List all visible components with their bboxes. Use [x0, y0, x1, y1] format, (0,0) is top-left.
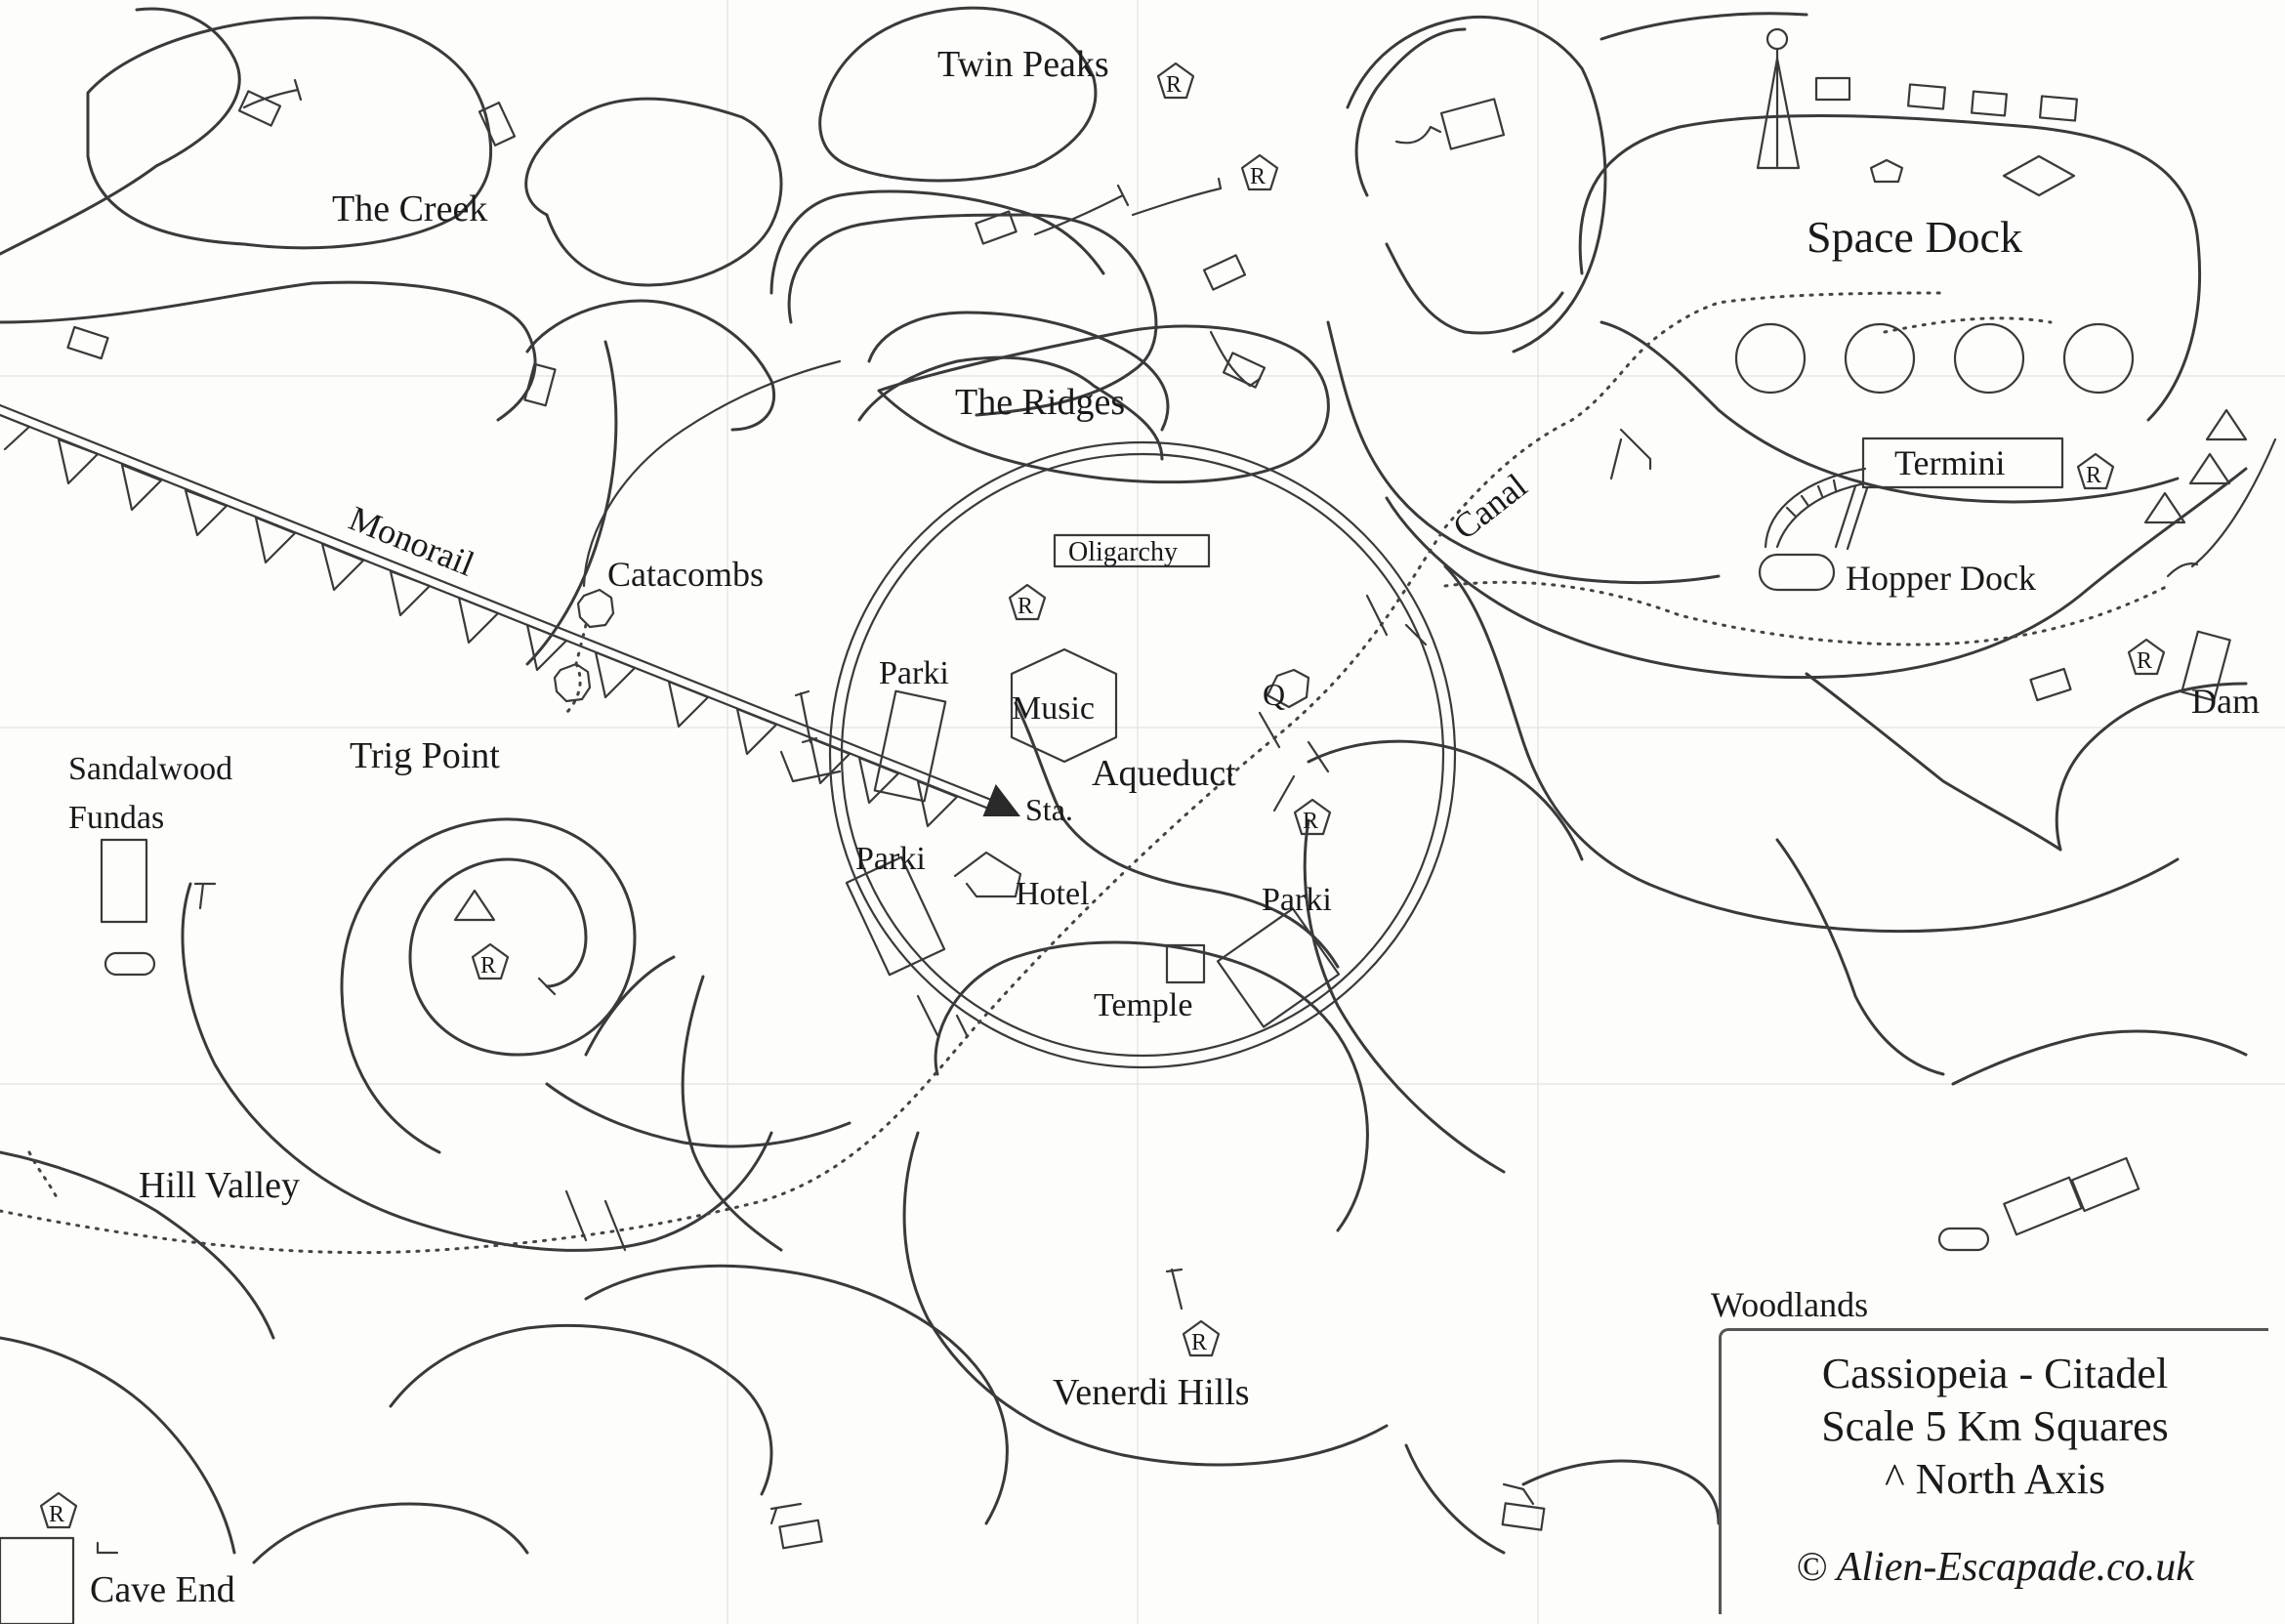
triangle-icons [453, 408, 2248, 922]
hotel-building [953, 851, 1022, 898]
r-marker-icon: R [2127, 638, 2166, 676]
canal-path [0, 291, 2170, 1255]
r-marker-label: R [1018, 594, 1033, 619]
r-marker-label: R [49, 1502, 64, 1527]
r-marker-icon: R [471, 942, 510, 980]
music-hexagon [1010, 647, 1118, 764]
r-marker-icon: R [2076, 452, 2115, 490]
label-music: Music [1012, 690, 1095, 727]
map-legend: Cassiopeia - Citadel Scale 5 Km Squares … [1719, 1328, 2268, 1614]
label-venerdi-hills: Venerdi Hills [1053, 1372, 1250, 1413]
r-marker-icon: R [1182, 1319, 1221, 1357]
r-marker-icon: R [1240, 153, 1279, 191]
terrain-contours [0, 6, 2248, 1564]
label-space-dock: Space Dock [1807, 212, 2022, 262]
building-rects [0, 76, 2231, 1624]
label-sandalwood: Sandalwood [68, 751, 232, 787]
space-dock-pads [1734, 154, 2135, 395]
monorail-line [0, 403, 1008, 828]
gate-marks [96, 78, 2277, 1555]
label-fundas: Fundas [68, 800, 164, 836]
label-trig-point: Trig Point [350, 735, 500, 776]
label-cave-end: Cave End [90, 1569, 235, 1610]
label-the-ridges: The Ridges [955, 382, 1125, 423]
capsules [104, 553, 1990, 1252]
r-marker-icon: R [1008, 583, 1047, 621]
legend-north: ^ North Axis [1885, 1455, 2105, 1503]
r-marker-label: R [1250, 164, 1266, 189]
label-station: Sta. [1025, 792, 1073, 827]
label-catacombs: Catacombs [607, 555, 764, 594]
label-twin-peaks: Twin Peaks [937, 44, 1109, 85]
legend-title: Cassiopeia - Citadel [1821, 1350, 2169, 1397]
r-marker-label: R [1191, 1330, 1207, 1355]
r-marker-icon: R [1156, 62, 1195, 100]
station-icon [982, 783, 1021, 816]
label-hotel: Hotel [1016, 876, 1090, 912]
label-oligarchy: Oligarchy [1068, 537, 1178, 567]
label-the-creek: The Creek [332, 188, 487, 229]
label-woodlands: Woodlands [1711, 1285, 1868, 1324]
legend-copyright: © Alien-Escapade.co.uk [1796, 1545, 2194, 1590]
label-temple: Temple [1094, 987, 1192, 1023]
label-parki-1: Parki [879, 655, 949, 691]
label-hill-valley: Hill Valley [139, 1165, 300, 1206]
label-parki-3: Parki [1262, 882, 1332, 918]
label-parki-2: Parki [855, 841, 926, 877]
hopper-dock-ramp [1764, 467, 1869, 551]
legend-scale: Scale 5 Km Squares [1821, 1402, 2169, 1450]
r-marker-label: R [1166, 72, 1182, 98]
r-markers: R R R R R R R R [39, 62, 2166, 1529]
label-monorail: Monorail [344, 498, 479, 583]
label-termini: Termini [1894, 443, 2005, 482]
r-marker-label: R [480, 953, 496, 979]
q-marker-icon: Q [1263, 668, 1310, 712]
r-marker-icon: R [1293, 798, 1332, 836]
label-dam: Dam [2191, 682, 2260, 721]
label-aqueduct: Aqueduct [1092, 753, 1236, 794]
r-marker-label: R [2086, 463, 2101, 488]
r-marker-label: R [2137, 648, 2152, 674]
trig-point-spiral [340, 817, 637, 1154]
place-labels: Twin Peaks The Creek The Ridges Space Do… [68, 44, 2260, 1610]
label-hopper-dock: Hopper Dock [1846, 559, 2036, 598]
catacomb-markers [553, 359, 842, 703]
monorail-pylons [0, 413, 959, 828]
r-marker-icon: R [39, 1491, 78, 1529]
label-canal: Canal [1445, 466, 1534, 547]
tower-icon [1756, 27, 1801, 170]
citadel-ring [828, 440, 1457, 1069]
r-marker-label: R [1303, 809, 1318, 834]
q-marker-label: Q [1263, 677, 1285, 712]
